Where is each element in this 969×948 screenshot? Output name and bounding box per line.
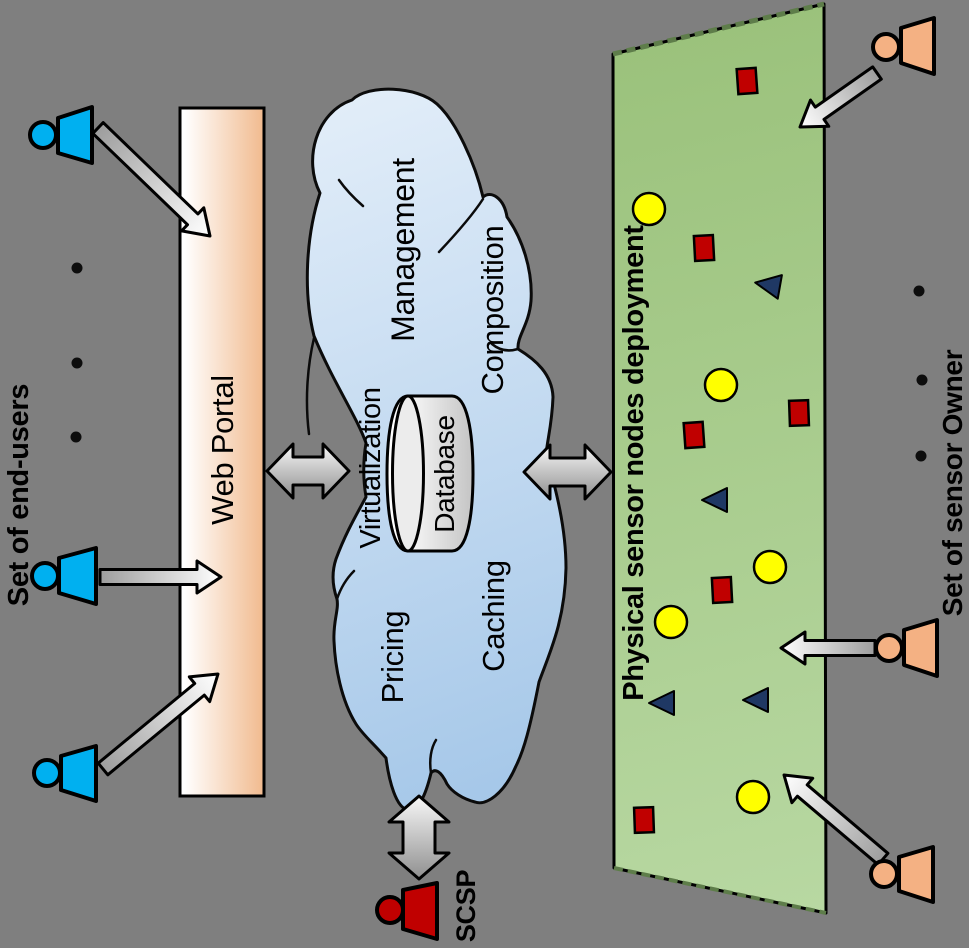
sensor-node-triangle-icon [701,487,728,513]
label-management: Management [385,158,421,342]
sensor-owner-2-icon [874,618,939,678]
sensor-node-circle-icon [703,367,739,403]
sensor-owner-1-icon [871,16,936,76]
label-caching: Caching [475,560,511,672]
person-body [902,618,939,678]
arrow-user2-portal [98,559,223,595]
ellipsis-dot [71,262,83,274]
sensor-node-square-icon [682,420,706,450]
sensor-node-square-icon [735,66,759,96]
arrow-cloud-field [522,443,613,501]
person-head [28,120,58,150]
person-head [871,32,901,62]
label-set-of-end-users: Set of end-users [2,383,35,607]
arrow-user3-portal [96,672,220,777]
sensor-node-circle-icon [631,191,667,227]
end-user-3-icon [32,744,98,803]
ellipsis-dot [913,285,925,297]
sensor-node-square-icon [692,233,716,263]
arrow-portal-cloud [265,442,351,500]
scsp-provider-icon [375,881,439,941]
label-virtualization: Virtualization [354,387,387,549]
label-web-portal: Web Portal [204,375,240,525]
person-body [56,105,94,165]
ellipsis-dot [915,450,927,462]
sensor-node-triangle-icon [648,690,675,716]
ellipsis-dot [70,431,82,443]
end-user-1-icon [28,105,94,165]
person-head [869,859,899,889]
sensor-node-square-icon [787,398,811,428]
end-user-2-icon [30,546,98,606]
sensor-node-triangle-icon [742,687,769,713]
person-head [375,895,405,925]
cloud-seams [305,178,520,775]
sensor-node-circle-icon [653,604,689,640]
field-top-edge [612,1,825,57]
label-set-of-sensor-owner: Set of sensor Owner [937,349,968,617]
person-head [32,758,62,788]
person-body [59,744,98,803]
ellipsis-dot [71,357,83,369]
label-pricing: Pricing [374,610,410,704]
sensor-node-square-icon [710,575,734,605]
label-composition: Composition [474,225,510,395]
ellipsis-dot [916,374,928,386]
arrow-user1-portal [91,121,212,238]
label-physical-sensor-nodes-deployment: Physical sensor nodes deployment [617,225,650,701]
label-database: Database [429,415,460,533]
sensor-node-circle-icon [735,779,771,815]
person-body [57,546,98,606]
person-body [401,881,439,941]
person-head [874,633,904,663]
person-body [897,845,935,904]
sensor-node-square-icon [632,805,656,835]
sensor-node-circle-icon [752,549,788,585]
arrow-cloud-scsp [387,794,451,881]
field-bottom-edge [613,866,827,915]
arrow-owner2-field [779,630,877,666]
database-cylinder-cap [391,394,425,553]
arrow-owner3-field [782,773,890,867]
label-scsp: SCSP [450,869,481,943]
person-body [899,16,936,76]
sensor-owner-3-icon [869,845,935,904]
arrow-owner1-field [798,65,883,129]
sensor-node-triangle-icon [754,274,783,300]
